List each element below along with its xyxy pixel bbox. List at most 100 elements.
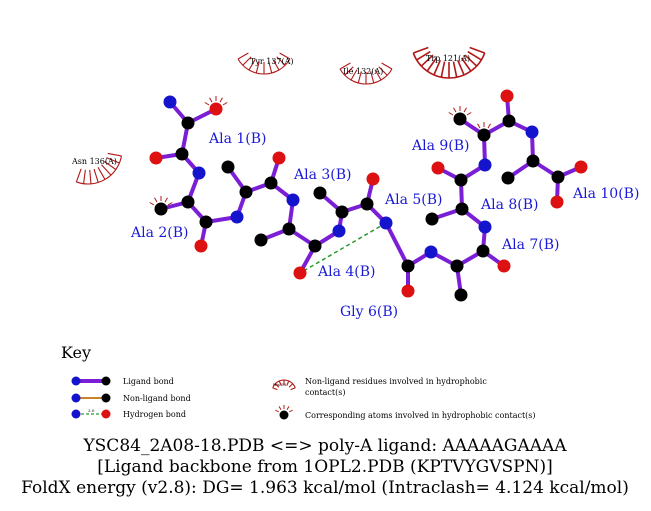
hydrophobic-contacts	[75, 46, 496, 206]
atom-o4	[293, 266, 307, 280]
atom-cb5	[313, 186, 327, 200]
atom-cb10	[501, 171, 515, 185]
atom-cb1	[209, 102, 223, 116]
atom-cb3	[221, 160, 235, 174]
caption-line-1: YSC84_2A08-18.PDB <=> poly-A ligand: AAA…	[82, 436, 567, 456]
hydrophobic-arc-tyr137	[237, 52, 291, 75]
atom-n2	[192, 166, 206, 180]
legend-nonligand-bond-text: Non-ligand bond	[123, 394, 191, 403]
atom-n3	[230, 210, 244, 224]
atom-n5b	[379, 216, 393, 230]
legend-hbond-text: Hydrogen bond	[123, 410, 186, 419]
atom-c7	[476, 244, 490, 258]
residue-label-ala9: Ala 9(B)	[411, 138, 470, 154]
caption-line-3: FoldX energy (v2.8): DG= 1.963 kcal/mol …	[21, 478, 629, 498]
atom-o9b	[500, 89, 514, 103]
atom-n1	[163, 95, 177, 109]
legend-ligand-bond-text: Ligand bond	[123, 377, 174, 386]
hydrophobic-label-tyr137: Tyr 137(A)	[250, 57, 294, 66]
atom-n8	[478, 220, 492, 234]
legend-ligand-carbon	[101, 376, 111, 386]
legend-hydrophobic-residues-text-2: contact(s)	[305, 388, 345, 397]
atom-cb9	[453, 112, 467, 126]
atom-o9	[431, 161, 445, 175]
legend-hbond-nitrogen	[71, 409, 81, 419]
legend-title: Key	[61, 343, 91, 362]
atom-o10b	[550, 195, 564, 209]
atom-c2	[199, 215, 213, 229]
residue-label-ala4: Ala 4(B)	[317, 264, 376, 280]
hydrophobic-arc-ile132	[339, 62, 393, 85]
residue-label-ala7: Ala 7(B)	[501, 237, 560, 253]
atom-o1	[149, 151, 163, 165]
atom-c4	[308, 239, 322, 253]
hydrophobic-label-trp121: Trp 121(A)	[426, 54, 470, 63]
legend-hydrophobic-atom-carbon	[279, 410, 289, 420]
atom-n5	[332, 224, 346, 238]
hydrophobic-arc-trp121	[412, 46, 486, 79]
legend-hydrophobic-residue-icon	[272, 379, 296, 391]
legend-hydrophobic-atoms-text: Corresponding atoms involved in hydropho…	[305, 411, 536, 420]
atom-o6	[401, 284, 415, 298]
hydrophobic-atom-fan-cb1	[204, 96, 228, 106]
atom-ca8	[455, 202, 469, 216]
atom-o5	[366, 172, 380, 186]
atom-o10a	[574, 160, 588, 174]
legend-ligand-nitrogen	[71, 376, 81, 386]
residue-label-ala8: Ala 8(B)	[480, 197, 539, 213]
atom-c5	[360, 197, 374, 211]
legend-hydrophobic-atom-spoke	[286, 406, 290, 411]
legend: Key Ligand bond Non-ligand bond 3.0 Hydr…	[61, 343, 536, 420]
residue-label-ala2: Ala 2(B)	[130, 225, 189, 241]
residue-label-ala10: Ala 10(B)	[572, 186, 639, 202]
legend-hydrophobic-atom-spoke	[288, 409, 293, 413]
atom-ca5	[335, 205, 349, 219]
hydrophobic-atom-fan-cb2	[149, 196, 173, 206]
hydrophobic-label-asn136: Asn 136(A)	[71, 157, 117, 166]
hydrogen-bond	[299, 222, 387, 274]
legend-hydrophobic-atom-spoke	[275, 409, 280, 413]
hydrophobic-label-ile132: Ile 132(A)	[343, 67, 383, 76]
caption-line-2: [Ligand backbone from 1OPL2.PDB (KPTVYGV…	[97, 457, 553, 477]
legend-sample-residue: His 53	[273, 382, 287, 387]
atom-c9	[454, 173, 468, 187]
residue-label-ala1: Ala 1(B)	[208, 131, 267, 147]
residue-label-gly6: Gly 6(B)	[340, 304, 398, 320]
atom-n6	[424, 245, 438, 259]
legend-nonligand-carbon	[101, 393, 111, 403]
ligand-bond	[384, 221, 410, 268]
atom-n9	[478, 158, 492, 172]
hydrophobic-arc-asn136	[75, 152, 123, 185]
atom-ca3	[239, 185, 253, 199]
legend-nonligand-nitrogen	[71, 393, 81, 403]
legend-hydrophobic-arc	[272, 379, 296, 391]
atom-ca2	[181, 195, 195, 209]
legend-hbond-distance: 3.0	[88, 408, 95, 413]
atom-cb8	[425, 212, 439, 226]
atom-ca1	[181, 116, 195, 130]
atom-c10	[551, 170, 565, 184]
atom-cb4	[254, 233, 268, 247]
atom-o7	[497, 259, 511, 273]
atom-ca4	[282, 222, 296, 236]
residue-label-ala3: Ala 3(B)	[293, 167, 352, 183]
atom-o2	[194, 239, 208, 253]
atom-cb7	[454, 288, 468, 302]
legend-hydrophobic-atom-spoke	[278, 406, 282, 411]
atom-c9b	[502, 114, 516, 128]
legend-hbond-oxygen	[101, 409, 111, 419]
atom-c3	[264, 176, 278, 190]
hydrophobic-atom-fan-cb9	[448, 106, 472, 116]
legend-hydrophobic-atom-icon	[275, 405, 293, 413]
atom-c1	[175, 147, 189, 161]
atom-n10	[525, 125, 539, 139]
atom-cb2	[154, 202, 168, 216]
residue-label-ala5: Ala 5(B)	[384, 192, 443, 208]
legend-hydrophobic-residues-text: Non-ligand residues involved in hydropho…	[305, 377, 487, 386]
atom-ca7	[450, 259, 464, 273]
atom-o3	[272, 151, 286, 165]
atom-n4	[286, 193, 300, 207]
atom-ca6	[401, 259, 415, 273]
atom-ca9	[477, 128, 491, 142]
